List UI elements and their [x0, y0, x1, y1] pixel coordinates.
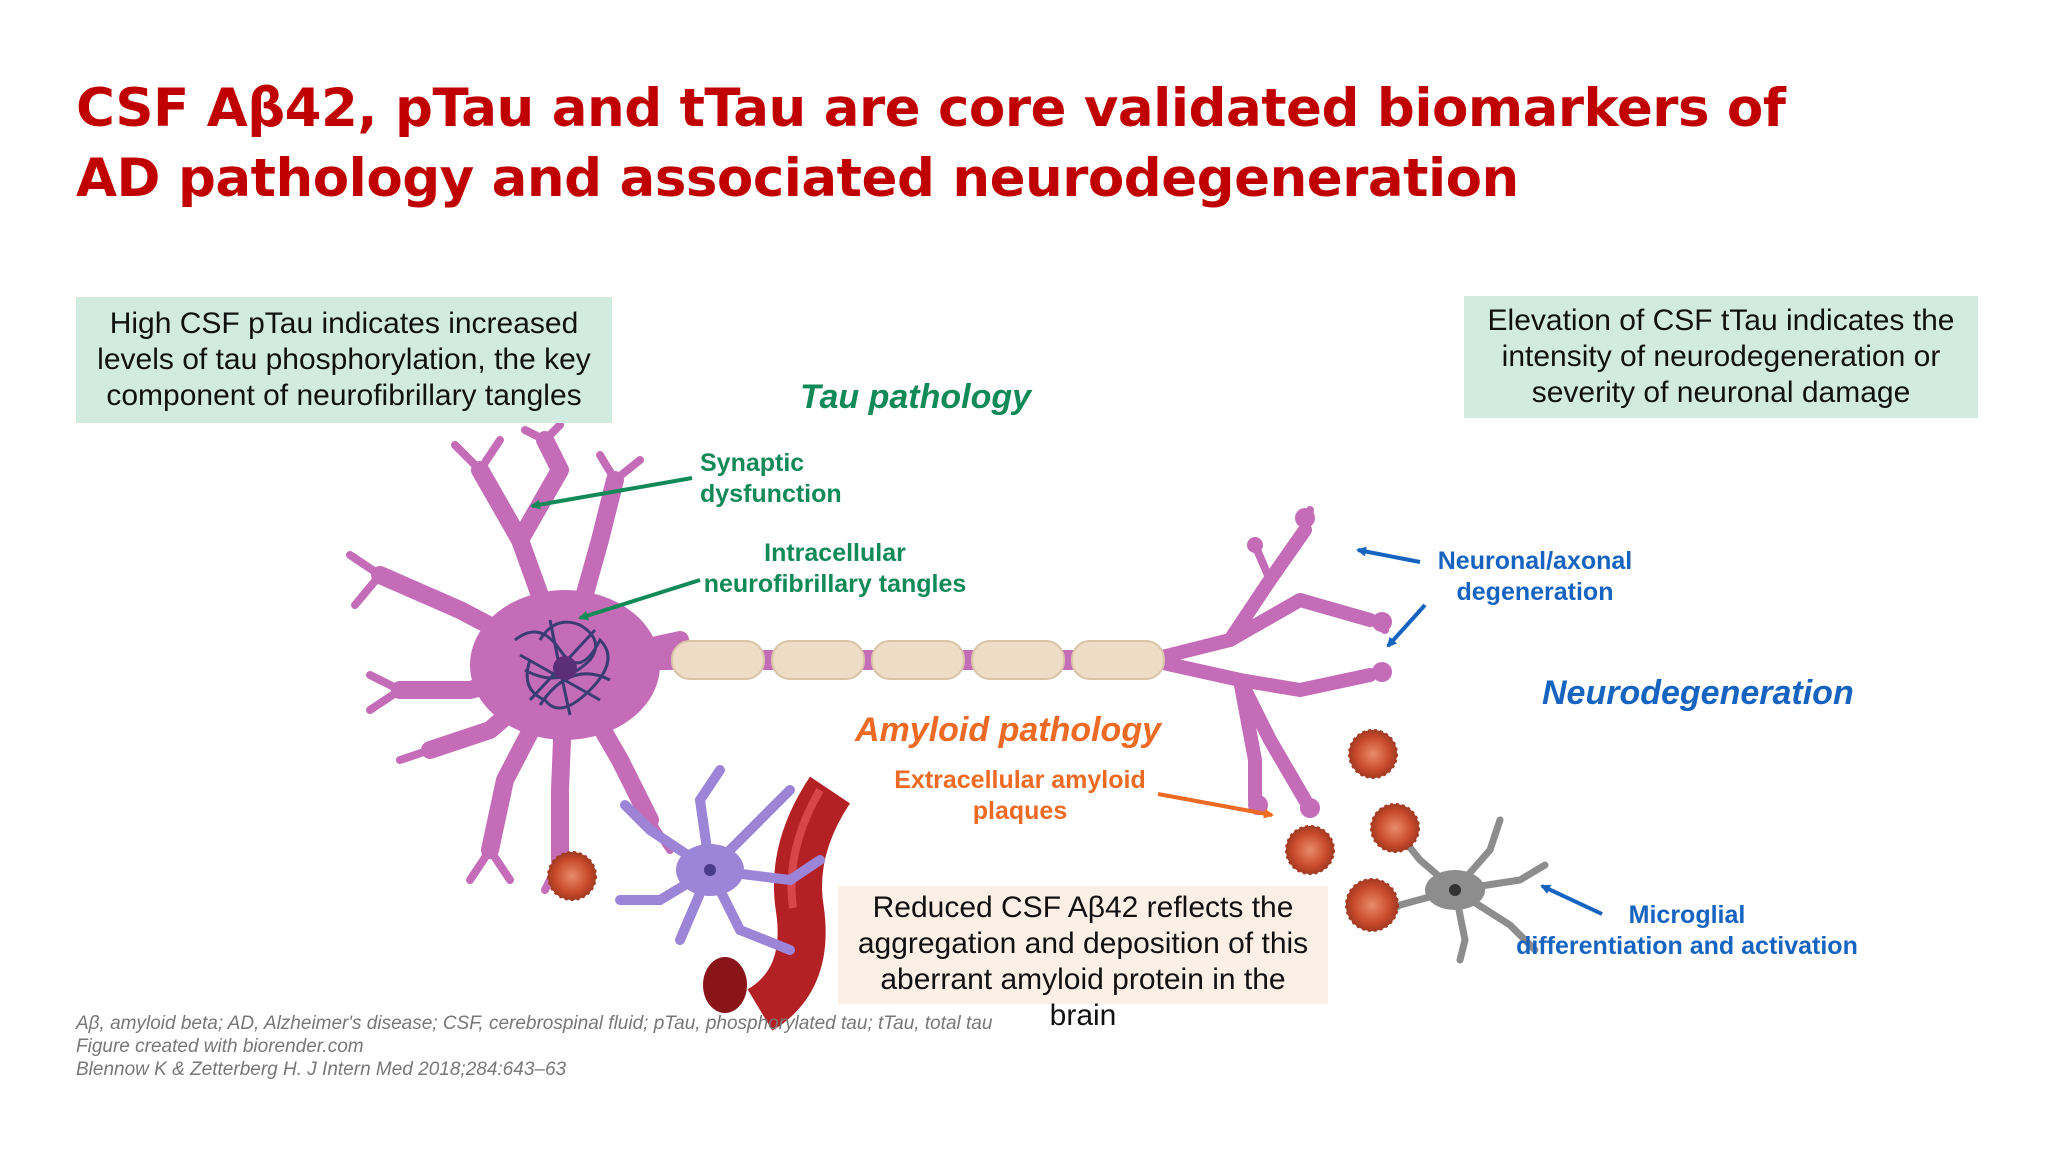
ttau-info-box: Elevation of CSF tTau indicates the inte… — [1464, 296, 1978, 418]
title-line-1: CSF Aβ42, pTau and tTau are core validat… — [76, 78, 1786, 139]
axon-terminals — [1247, 508, 1392, 818]
ptau-info-text: High CSF pTau indicates increased levels… — [97, 307, 591, 412]
ptau-info-box: High CSF pTau indicates increased levels… — [76, 297, 612, 423]
amyloid-pathology-label: Amyloid pathology — [855, 711, 1161, 749]
myelin-sheath — [671, 640, 1165, 680]
ttau-info-text: Elevation of CSF tTau indicates the inte… — [1487, 304, 1955, 409]
axonal-line-2: degeneration — [1456, 578, 1614, 606]
title-line-2: AD pathology and associated neurodegener… — [76, 148, 1519, 209]
microglia-label: Microglial differentiation and activatio… — [1512, 900, 1862, 962]
tau-pathology-label: Tau pathology — [800, 378, 1032, 416]
footnote-reference: Blennow K & Zetterberg H. J Intern Med 2… — [76, 1059, 567, 1080]
synaptic-line-2: dysfunction — [700, 480, 842, 508]
synaptic-line-1: Synaptic — [700, 449, 805, 477]
footnote-abbreviations: Aβ, amyloid beta; AD, Alzheimer's diseas… — [76, 1013, 993, 1034]
tangles-label: Intracellular neurofibrillary tangles — [700, 538, 970, 600]
microglia-line-1: Microglial — [1628, 901, 1746, 929]
synaptic-dysfunction-label: Synaptic dysfunction — [700, 448, 842, 510]
amyloid-plaques-label: Extracellular amyloid plaques — [890, 765, 1150, 827]
abeta-info-text: Reduced CSF Aβ42 reflects the aggregatio… — [857, 891, 1309, 1032]
microglia-line-2: differentiation and activation — [1516, 932, 1858, 960]
axonal-degeneration-label: Neuronal/axonal degeneration — [1430, 546, 1640, 608]
plaques-line-2: plaques — [972, 797, 1068, 825]
neurodegeneration-label: Neurodegeneration — [1542, 674, 1854, 712]
plaques-line-1: Extracellular amyloid — [894, 766, 1146, 794]
slide-title: CSF Aβ42, pTau and tTau are core validat… — [76, 74, 1876, 214]
blood-vessel — [703, 776, 851, 1031]
abeta-info-box: Reduced CSF Aβ42 reflects the aggregatio… — [838, 886, 1328, 1032]
footnotes: Aβ, amyloid beta; AD, Alzheimer's diseas… — [76, 1012, 992, 1081]
tangles-line-2: neurofibrillary tangles — [703, 570, 967, 598]
tangles-line-1: Intracellular — [764, 539, 906, 567]
footnote-credit: Figure created with biorender.com — [76, 1036, 364, 1057]
annotation-arrows — [530, 476, 1603, 916]
amyloid-plaques — [547, 729, 1420, 932]
axonal-line-1: Neuronal/axonal — [1437, 547, 1633, 575]
